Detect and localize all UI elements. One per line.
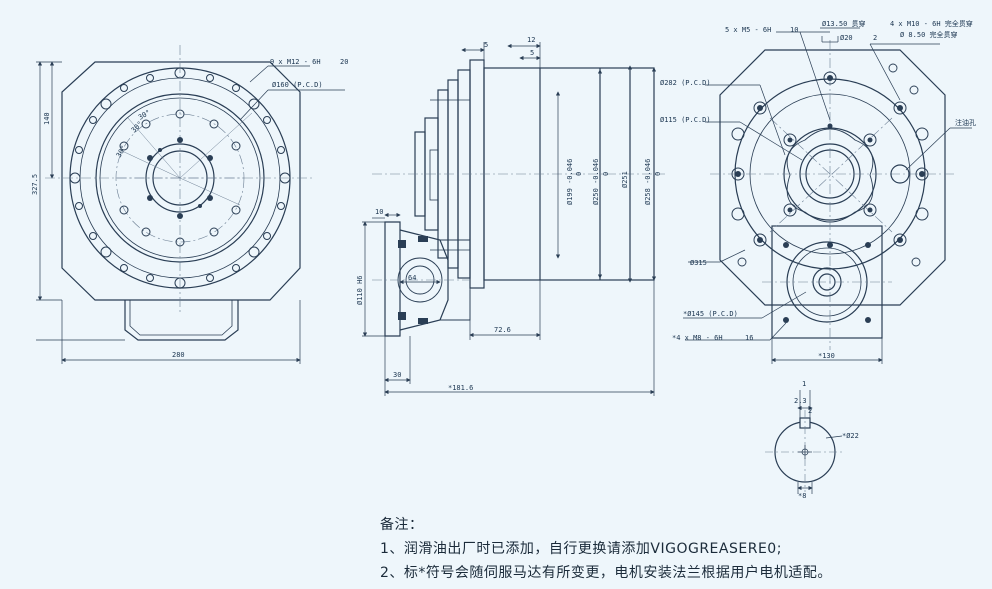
dim-height-half: 140 bbox=[43, 112, 51, 125]
shaft-view-labels: 1 2.3 2 *Ø22 *8 bbox=[794, 380, 859, 500]
dim-115: Ø115 (P.C.D) bbox=[660, 116, 711, 124]
angle-1: 30° bbox=[115, 144, 128, 159]
note-line-1: 1、润滑油出厂时已添加，自行更换请添加VIGOGREASERE0; bbox=[380, 541, 782, 557]
angle-3: 30° bbox=[137, 108, 152, 121]
note-line-2: 2、标*符号会随伺服马达有所变更，电机安装法兰根据用户电机适配。 bbox=[380, 565, 832, 581]
dim-20: Ø20 bbox=[840, 34, 853, 42]
dim-width: 280 bbox=[172, 351, 185, 359]
dim-110h6: Ø110 H6 bbox=[356, 275, 364, 305]
dim-130: *130 bbox=[818, 352, 835, 360]
front-view-labels: 9 x M12 - 6H 20 Ø160 (P.C.D) 140 327.5 2… bbox=[31, 58, 348, 359]
dim-pcd: Ø160 (P.C.D) bbox=[272, 81, 323, 89]
dim-22: *Ø22 bbox=[842, 432, 859, 440]
dim-2-3: 2.3 bbox=[794, 397, 807, 405]
oil-hole-label: 注油孔 bbox=[955, 118, 976, 127]
dim-13-5: Ø13.50 贯穿 bbox=[822, 19, 866, 28]
dim-20-depth: 2 bbox=[873, 34, 877, 42]
dim-251: Ø251 bbox=[621, 171, 629, 188]
dim-top-12: 12 bbox=[527, 36, 535, 44]
dim-282: Ø282 (P.C.D) bbox=[660, 79, 711, 87]
dim-199-top: 0 bbox=[575, 172, 583, 176]
dim-8: *8 bbox=[798, 492, 806, 500]
dim-199: Ø199 -0.046 bbox=[566, 159, 574, 205]
side-view bbox=[362, 42, 665, 396]
dim-top-5b: 5 bbox=[530, 49, 534, 57]
dim-30: 30 bbox=[393, 371, 401, 379]
front-view bbox=[36, 45, 345, 364]
dim-250: Ø250 -0.046 bbox=[592, 159, 600, 205]
rear-view bbox=[683, 27, 972, 364]
dim-145: *Ø145 (P.C.D) bbox=[683, 310, 738, 318]
dim-258-top: 0 bbox=[654, 172, 662, 176]
dim-64: 64 bbox=[408, 274, 416, 282]
dim-250-top: 0 bbox=[602, 172, 610, 176]
dim-72-6: 72.6 bbox=[494, 326, 511, 334]
shaft-view bbox=[765, 390, 845, 494]
dim-thread-depth: 20 bbox=[340, 58, 348, 66]
side-view-labels: 5 12 5 10 64 Ø110 H6 72.6 30 *181.6 Ø199… bbox=[356, 36, 662, 392]
notes-title: 备注： bbox=[380, 517, 424, 533]
dim-1: 1 bbox=[802, 380, 806, 388]
dim-258: Ø258 -0.046 bbox=[644, 159, 652, 205]
dim-height-total: 327.5 bbox=[31, 174, 39, 195]
dim-m5-depth: 10 bbox=[790, 26, 798, 34]
dim-top-5: 5 bbox=[484, 41, 488, 49]
dim-m8: *4 x M8 - 6H bbox=[672, 334, 723, 342]
dim-10: 10 bbox=[375, 208, 383, 216]
dim-m5: 5 x M5 - 6H bbox=[725, 26, 771, 34]
dim-m8-depth: 16 bbox=[745, 334, 753, 342]
dim-m10: 4 x M10 - 6H 完全贯穿 bbox=[890, 19, 973, 28]
dim-8-5: Ø 8.50 完全贯穿 bbox=[900, 30, 958, 39]
dim-2: 2 bbox=[808, 407, 812, 415]
dim-thread: 9 x M12 - 6H bbox=[270, 58, 321, 66]
dim-181-6: *181.6 bbox=[448, 384, 473, 392]
dim-315: Ø315 bbox=[690, 259, 707, 267]
rear-view-labels: 5 x M5 - 6H 10 Ø13.50 贯穿 Ø20 2 4 x M10 -… bbox=[660, 19, 976, 360]
